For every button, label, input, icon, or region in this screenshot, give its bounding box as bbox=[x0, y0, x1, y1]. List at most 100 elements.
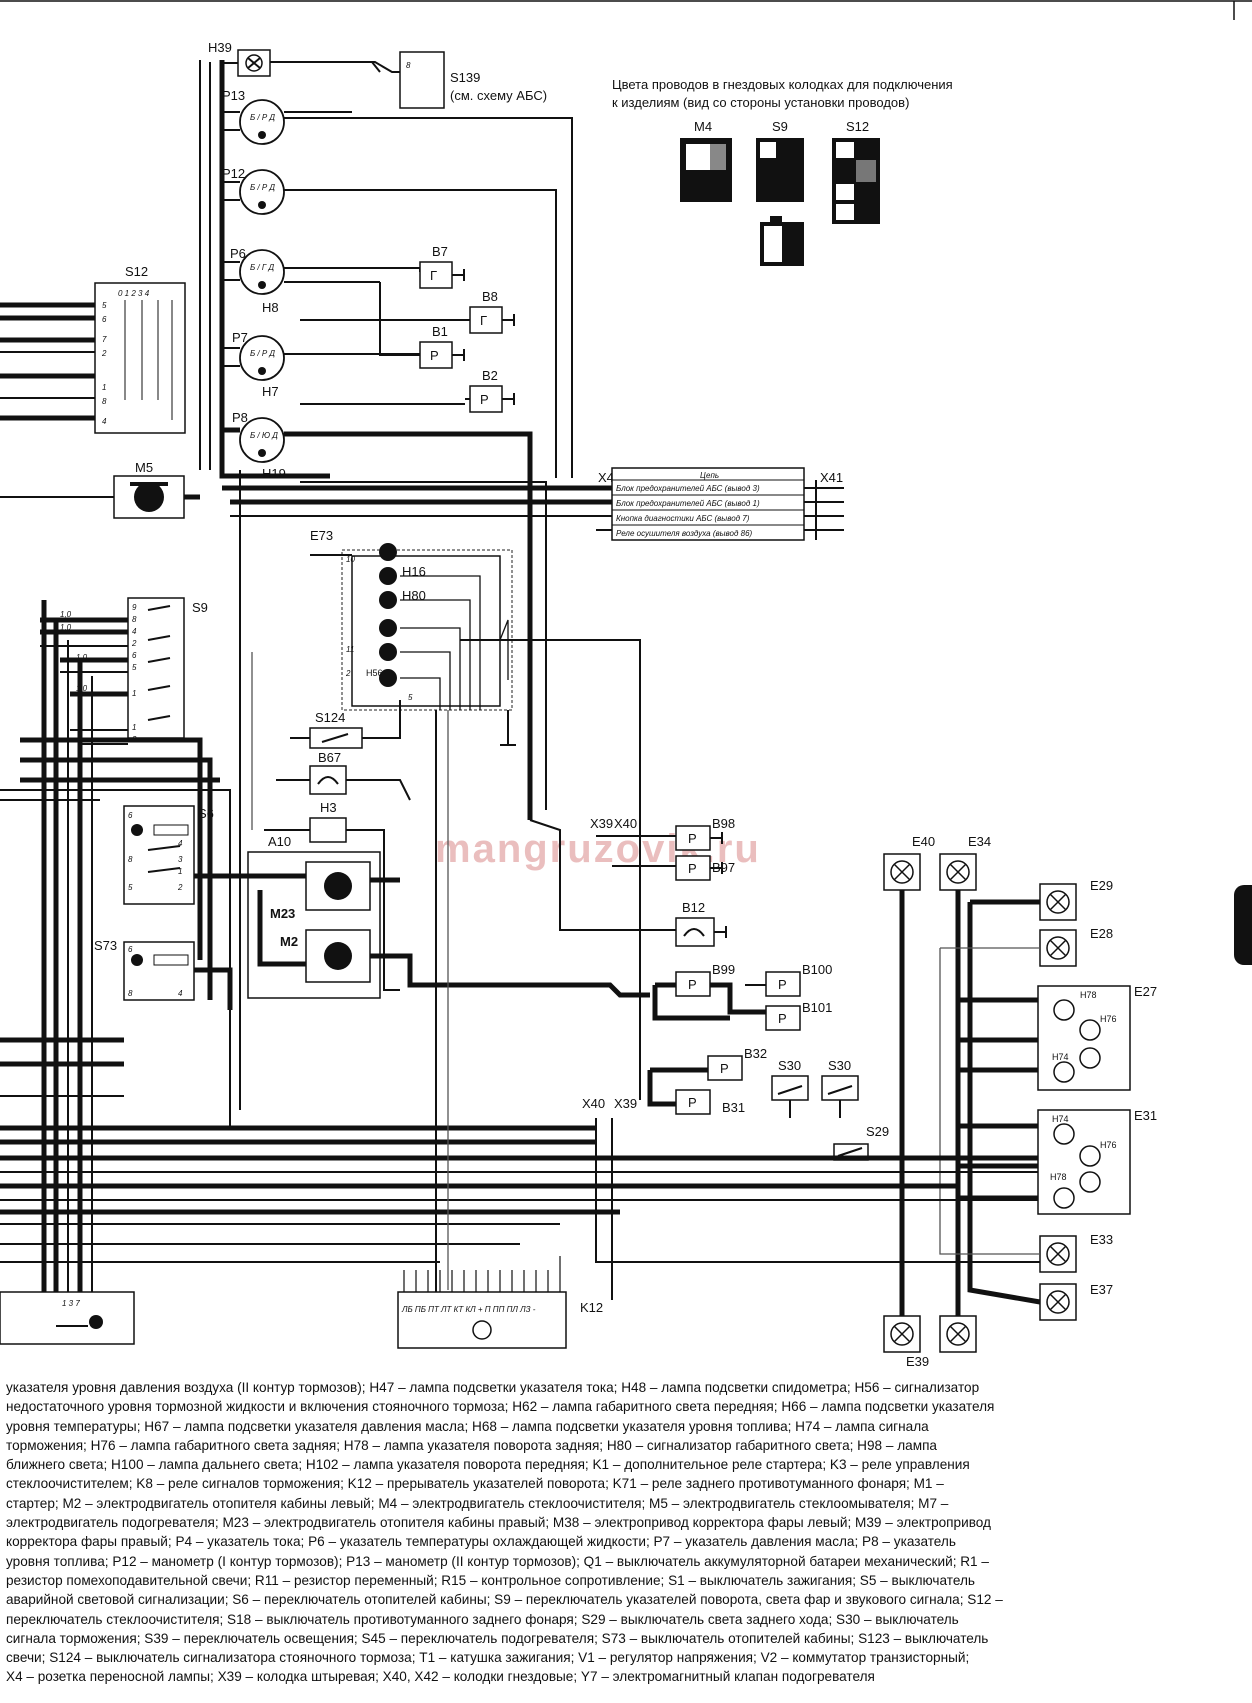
legend-line: уровня температуры; H67 – лампа подсветк… bbox=[6, 1418, 929, 1434]
svg-text:2: 2 bbox=[131, 639, 137, 648]
e73-block: E73 H16 H80 H56 10 11 2 5 bbox=[310, 528, 516, 746]
p13-label: P13 bbox=[222, 88, 245, 103]
s73-label: S73 bbox=[94, 938, 117, 953]
p7-label: P7 bbox=[232, 330, 248, 345]
svg-text:5: 5 bbox=[102, 301, 107, 310]
svg-text:4: 4 bbox=[102, 417, 107, 426]
svg-text:2: 2 bbox=[177, 883, 183, 892]
k12-label: K12 bbox=[580, 1300, 603, 1315]
svg-text:4: 4 bbox=[132, 627, 137, 636]
s9-switch: S9 984 265 113 1,0 1,0 1,0 1,0 bbox=[40, 597, 208, 745]
svg-text:11: 11 bbox=[346, 645, 354, 654]
h78-label-2: H78 bbox=[1050, 1172, 1067, 1182]
h76-label-2: H76 bbox=[1100, 1140, 1117, 1150]
b67-label: B67 bbox=[318, 750, 341, 765]
b2-label: B2 bbox=[482, 368, 498, 383]
legend-line: X4 – розетка переносной лампы; X39 – кол… bbox=[6, 1669, 875, 1685]
s139-note: (см. схему АБС) bbox=[450, 88, 547, 103]
x39-top-label: X39 bbox=[590, 816, 613, 831]
svg-text:8: 8 bbox=[128, 989, 133, 998]
e73-label: E73 bbox=[310, 528, 333, 543]
b97-label: B97 bbox=[712, 860, 735, 875]
bottom-left-connector: 1 3 7 bbox=[0, 1291, 135, 1345]
note-line-2: к изделиям (вид со стороны установки про… bbox=[612, 95, 909, 110]
note-line-1: Цвета проводов в гнездовых колодках для … bbox=[612, 77, 953, 92]
gauge-p8: Б / Ю Д P8 H19 bbox=[222, 410, 547, 820]
b8-label: B8 bbox=[482, 289, 498, 304]
m5-label: M5 bbox=[135, 460, 153, 475]
connector-s9-label: S9 bbox=[772, 119, 788, 134]
h74-label-1: H74 bbox=[1052, 1052, 1069, 1062]
e29-label: E28 bbox=[1090, 926, 1113, 941]
svg-text:Б / Р Д: Б / Р Д bbox=[250, 113, 275, 122]
svg-text:6: 6 bbox=[102, 315, 107, 324]
s30-left-label: S30 bbox=[778, 1058, 801, 1073]
page-edge-tab bbox=[1234, 885, 1252, 965]
h7-label: H7 bbox=[262, 384, 279, 399]
s139-block: 8 S139 (см. схему АБС) bbox=[270, 51, 547, 109]
gauge-p13: Б / Р Д P13 bbox=[222, 88, 573, 478]
rear-lamps: E40 E34 E29 E28 E27 H78 H76 H74 E31 H74 … bbox=[883, 834, 1157, 1369]
svg-text:Р: Р bbox=[688, 977, 697, 992]
main-harness bbox=[0, 470, 1040, 1300]
svg-text:8: 8 bbox=[102, 397, 107, 406]
s12-label: S12 bbox=[125, 264, 148, 279]
svg-text:1,0: 1,0 bbox=[60, 610, 72, 619]
gauge-p12: Б / Р Д P12 bbox=[222, 166, 557, 478]
svg-text:Г: Г bbox=[430, 268, 437, 283]
x41-label: X41 bbox=[820, 470, 843, 485]
s124-label: S124 bbox=[315, 710, 345, 725]
x40-top-label: X40 bbox=[614, 816, 637, 831]
svg-text:Р: Р bbox=[688, 1095, 697, 1110]
svg-text:Б / Р Д: Б / Р Д bbox=[250, 183, 275, 192]
svg-text:5: 5 bbox=[132, 663, 137, 672]
svg-text:1: 1 bbox=[178, 867, 182, 876]
k12-flasher: K12 ЛБ ПБ ПТ ЛТ КТ КЛ + П ПП ПЛ ЛЗ - bbox=[397, 1256, 603, 1349]
svg-text:4: 4 bbox=[178, 989, 183, 998]
e34-label: E29 bbox=[1090, 878, 1113, 893]
b32-label: B32 bbox=[744, 1046, 767, 1061]
h74-label-2: H74 bbox=[1052, 1114, 1069, 1124]
gauge-p7: Б / Р Д P7 H7 bbox=[222, 330, 465, 405]
h39-label: H39 bbox=[208, 40, 232, 55]
h80-label: H80 bbox=[402, 588, 426, 603]
legend-line: переключатель стеклоочистителя; S18 – вы… bbox=[6, 1611, 959, 1627]
e28-label: E27 bbox=[1134, 984, 1157, 999]
svg-text:1: 1 bbox=[102, 383, 106, 392]
e31-label: E33 bbox=[1090, 1232, 1113, 1247]
e37-label: E39 bbox=[906, 1354, 929, 1369]
svg-text:2: 2 bbox=[345, 669, 351, 678]
b7-label: B7 bbox=[432, 244, 448, 259]
e33-label: E37 bbox=[1090, 1282, 1113, 1297]
svg-text:5: 5 bbox=[128, 883, 133, 892]
legend-line: свечи; S124 – выключатель сигнализатора … bbox=[6, 1650, 970, 1666]
m5-motor: M5 bbox=[0, 460, 200, 519]
p12-label: P12 bbox=[222, 166, 245, 181]
s30-right-label: S30 bbox=[828, 1058, 851, 1073]
svg-text:Б / Р Д: Б / Р Д bbox=[250, 349, 275, 358]
abs-row-4: Реле осушителя воздуха (вывод 86) bbox=[616, 529, 753, 538]
svg-text:Б / Ю Д: Б / Ю Д bbox=[250, 431, 278, 440]
legend-line: указателя уровня давления воздуха (II ко… bbox=[6, 1380, 980, 1395]
b31-label: B31 bbox=[722, 1100, 745, 1115]
svg-text:8: 8 bbox=[128, 855, 133, 864]
connector-m4-label: M4 bbox=[694, 119, 712, 134]
svg-text:6: 6 bbox=[128, 945, 133, 954]
legend-line: стартер; M2 – электродвигатель отопителя… bbox=[6, 1495, 949, 1511]
gauge-cluster: H39 Б / Р Д P13 Б / Р Д P12 Б / Г Д P6 H… bbox=[199, 40, 573, 820]
svg-text:1,0: 1,0 bbox=[60, 623, 72, 632]
svg-text:Р: Р bbox=[480, 392, 489, 407]
abs-row-1: Блок предохранителей АБС (вывод 3) bbox=[616, 484, 760, 493]
svg-text:10: 10 bbox=[346, 555, 355, 564]
s9-label: S9 bbox=[192, 600, 208, 615]
svg-text:Р: Р bbox=[778, 977, 787, 992]
svg-text:Р: Р bbox=[688, 831, 697, 846]
x40-bottom-label: X40 bbox=[582, 1096, 605, 1111]
svg-text:6: 6 bbox=[132, 651, 137, 660]
abs-row-2: Блок предохранителей АБС (вывод 1) bbox=[616, 499, 760, 508]
legend-line: ближнего света; H100 – лампа дальнего св… bbox=[6, 1457, 970, 1473]
svg-text:1: 1 bbox=[132, 689, 136, 698]
b101-label: B101 bbox=[802, 1000, 832, 1015]
sensors-mid: X39 X40 B98 Р B97 Р B12 B99 Р B100 Р B10… bbox=[529, 816, 832, 1115]
svg-text:8: 8 bbox=[406, 61, 411, 70]
